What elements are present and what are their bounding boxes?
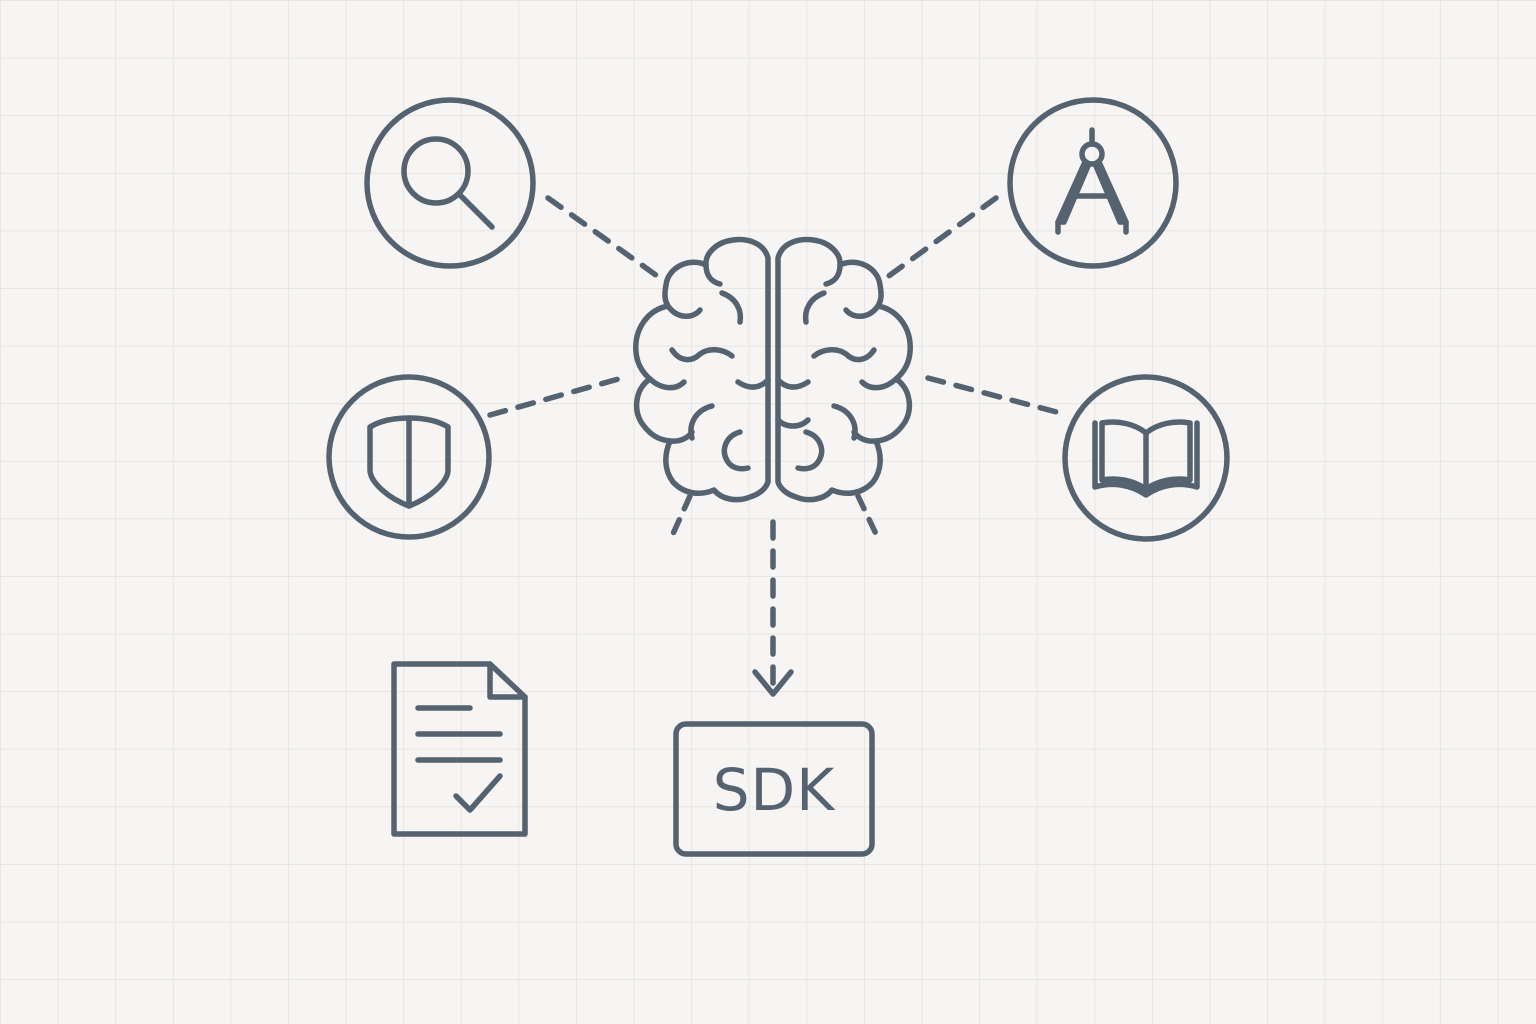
connector-book (925, 375, 1067, 417)
connectors (487, 195, 1067, 687)
connector-compass (883, 195, 999, 281)
shield-icon (367, 415, 451, 509)
book-node-ring (1062, 374, 1230, 542)
search-node (364, 97, 536, 269)
book-icon (1092, 419, 1200, 498)
connector-search (545, 195, 663, 281)
document-check-icon (391, 661, 528, 837)
sdk-label: SDK (713, 756, 836, 824)
compass-node (1007, 97, 1179, 269)
sdk-box-frame (673, 721, 875, 857)
shield-node-ring (326, 374, 492, 540)
shield-node (326, 374, 492, 540)
brain-left-folds (647, 262, 771, 472)
ray-right (855, 493, 880, 539)
brain-right-folds (775, 262, 899, 472)
brain-left-hemisphere (633, 236, 771, 503)
search-icon (401, 136, 495, 230)
compass-node-ring (1007, 97, 1179, 269)
brain-right-hemisphere (775, 236, 913, 503)
brain-icon (633, 236, 913, 503)
ray-left (669, 493, 693, 539)
sdk-box: SDK (673, 721, 875, 857)
search-node-ring (364, 97, 536, 269)
arrowhead-sdk (752, 669, 794, 697)
book-node (1062, 374, 1230, 542)
connector-shield (487, 375, 625, 418)
compass-icon (1055, 127, 1129, 235)
